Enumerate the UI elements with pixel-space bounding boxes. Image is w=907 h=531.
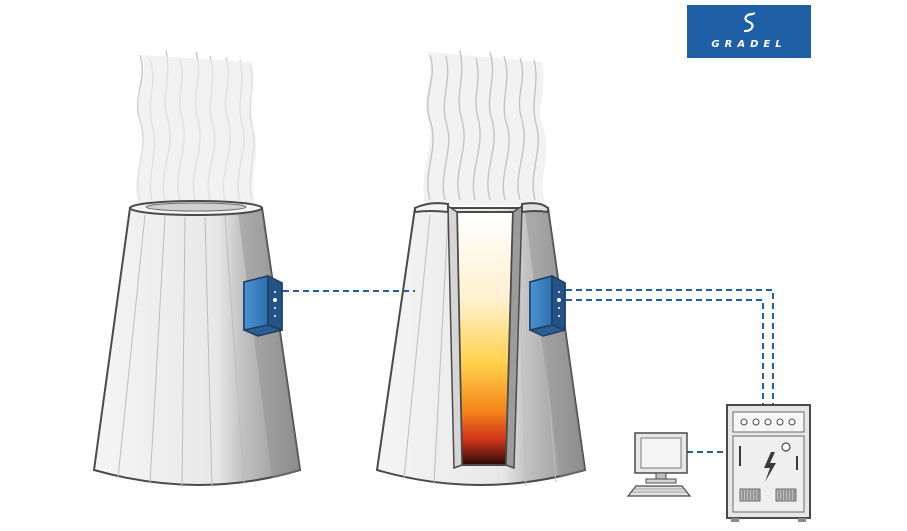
gradel-logo: GRADEL: [687, 5, 811, 58]
right-sensor-device-icon: [529, 274, 566, 337]
desktop-computer-icon: [626, 432, 692, 497]
right-stack-cutaway: [455, 211, 515, 466]
control-cabinet-icon: [726, 404, 811, 522]
left-stack-ribs: [117, 214, 245, 488]
signal-cables: [283, 289, 774, 453]
left-smoke-fill: [136, 55, 257, 205]
right-stack-rim: [414, 202, 449, 214]
left-sensor-device-icon: [243, 274, 283, 337]
logo-wordmark: GRADEL: [711, 39, 787, 50]
right-stack: [375, 49, 587, 487]
right-smoke: [426, 49, 539, 201]
high-voltage-icon: [764, 452, 776, 482]
left-stack: [92, 49, 302, 488]
right-smoke-fill: [423, 52, 547, 205]
gradel-mark-icon: [743, 12, 756, 33]
cable-right-sensor-inner: [566, 299, 764, 405]
left-stack-body: [92, 207, 302, 486]
cable-right-sensor-outer: [566, 289, 774, 405]
